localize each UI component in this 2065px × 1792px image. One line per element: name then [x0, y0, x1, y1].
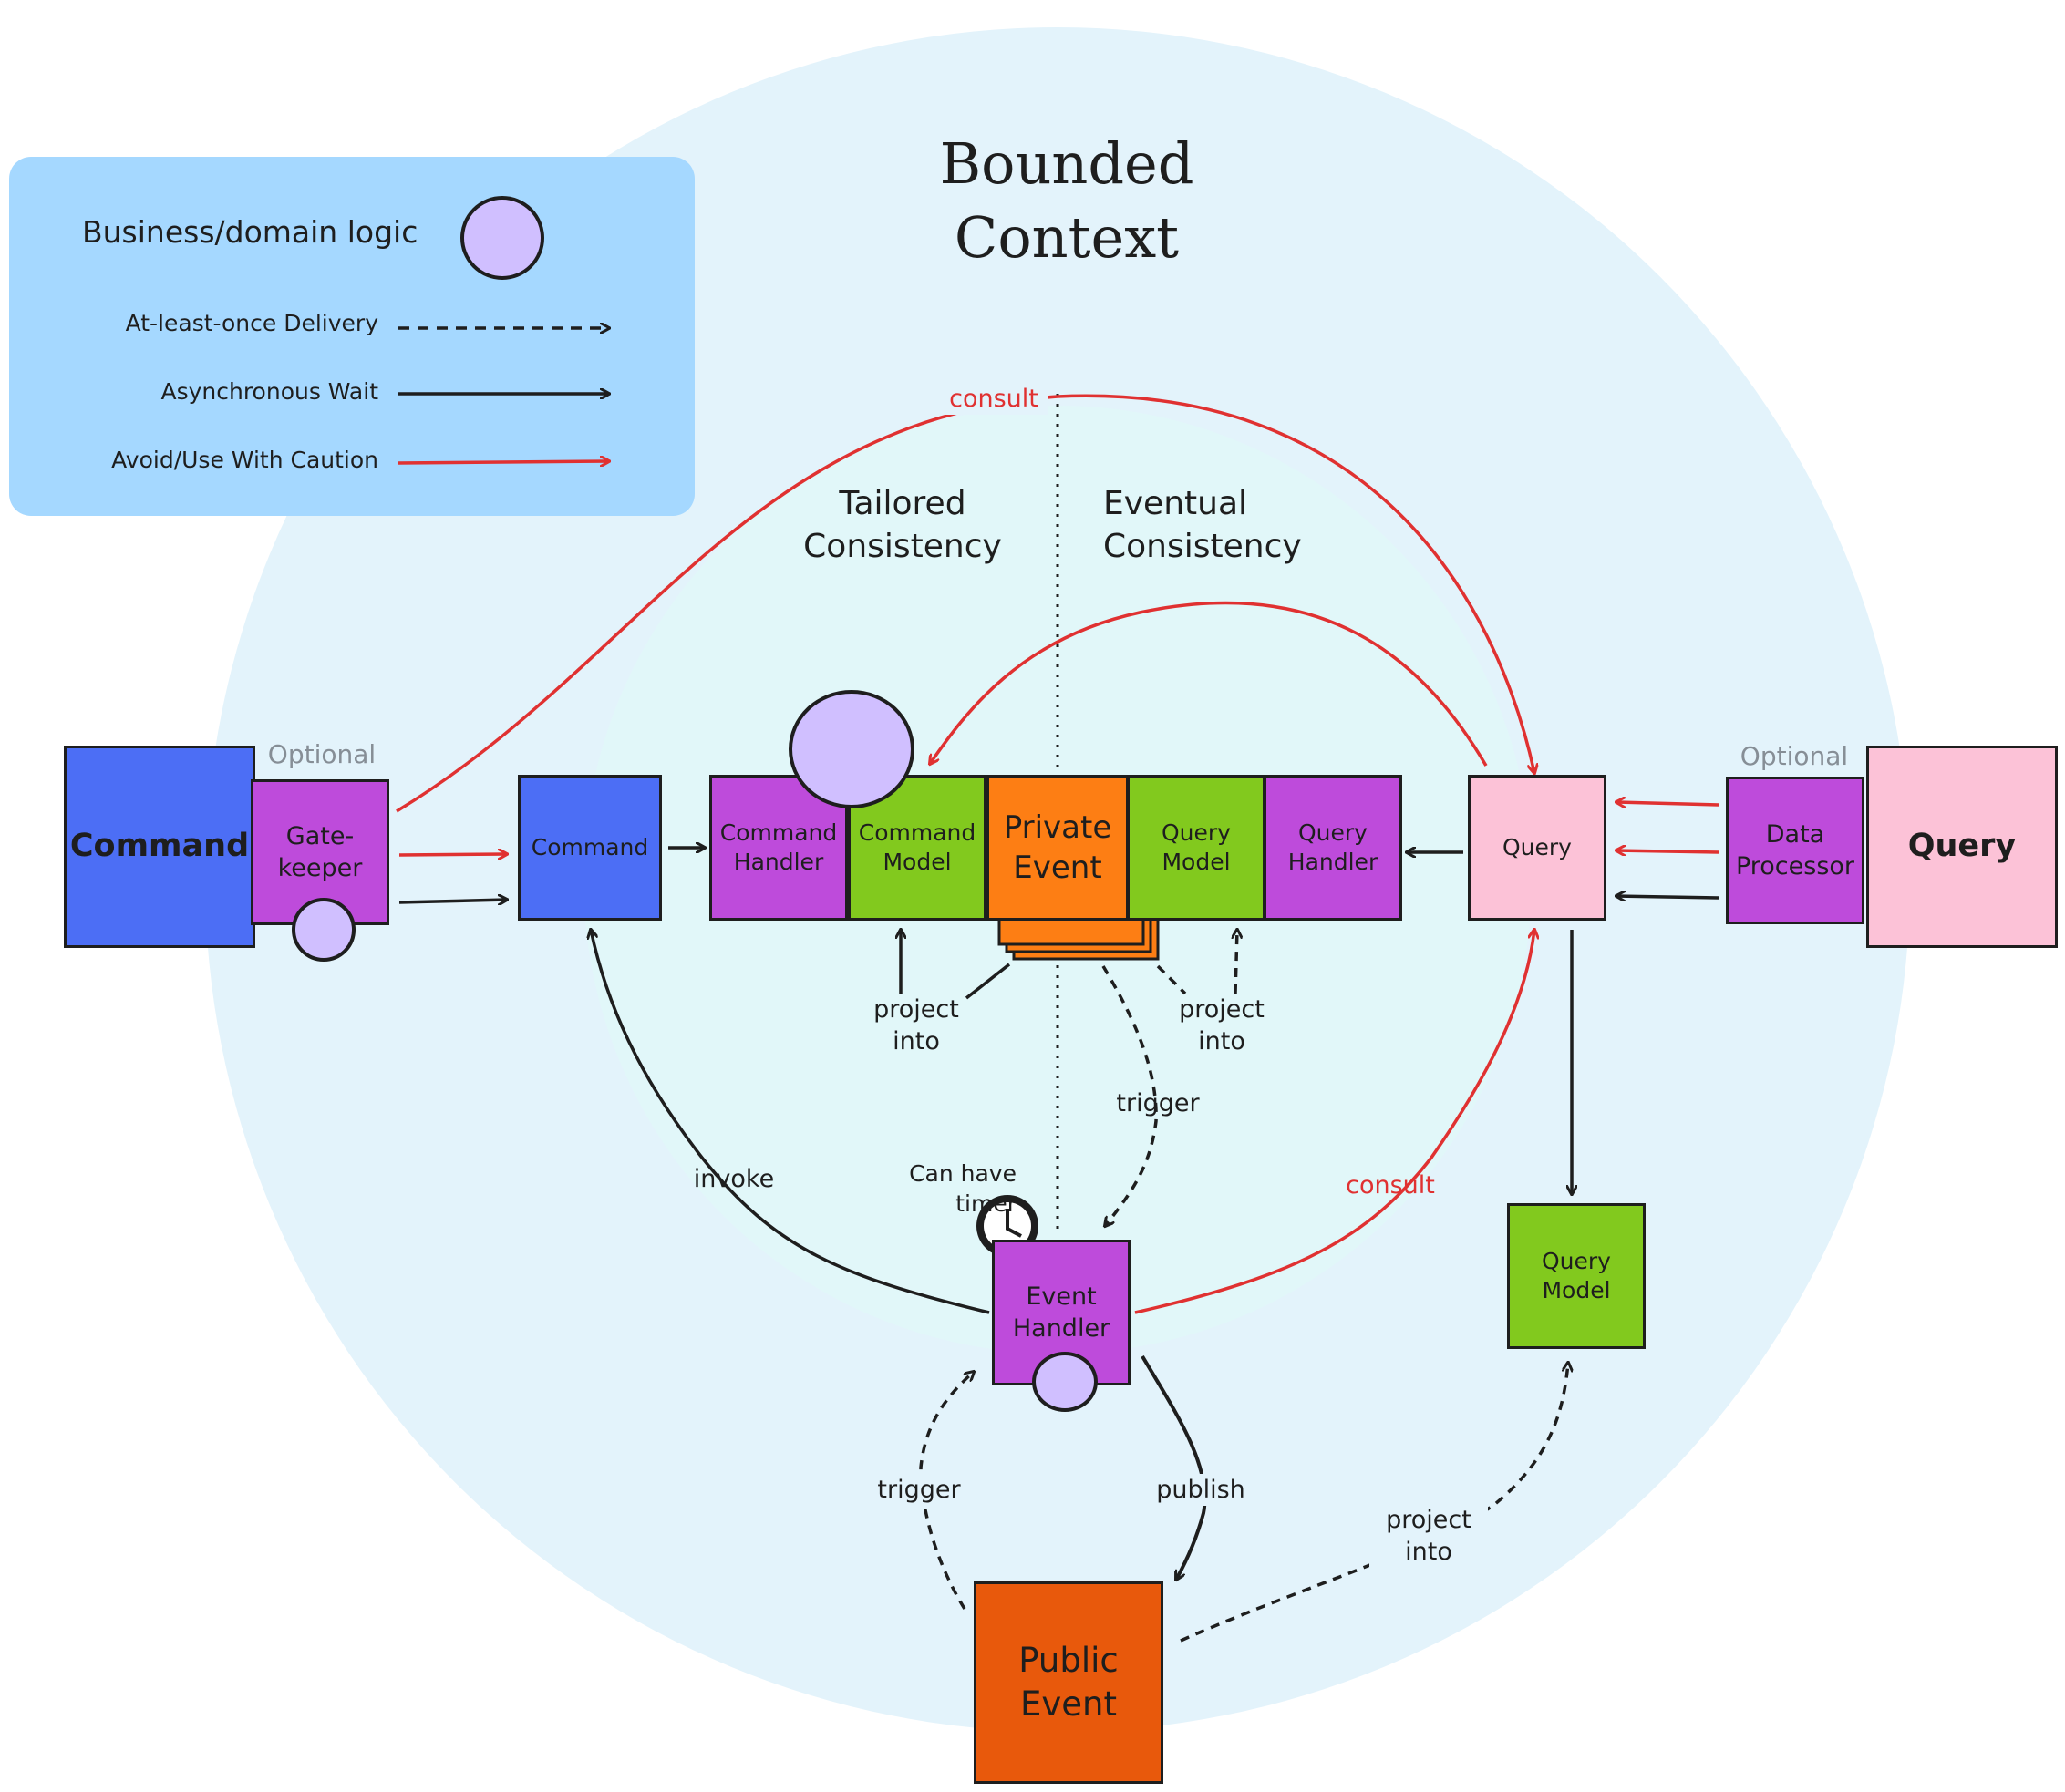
event-handler-logic-circle [1032, 1352, 1098, 1412]
consult-top-label: consult [939, 383, 1048, 416]
project-into-left-label: project into [873, 995, 959, 1056]
trigger-bottom-label: trigger [864, 1474, 974, 1507]
gatekeeper-red-arrow [398, 854, 507, 855]
diagram-title: Bounded Context [939, 130, 1194, 271]
gatekeeper-logic-circle [292, 898, 356, 962]
query-model-outer-node: Query Model [1507, 1203, 1646, 1349]
legend-async-wait: Asynchronous Wait [160, 378, 378, 405]
legend-at-least-once: At-least-once Delivery [125, 310, 378, 336]
timer-note-label: Can have timer [909, 1160, 1017, 1217]
invoke-edge [591, 930, 990, 1314]
project-into-left-edge [965, 963, 1011, 1000]
query-model-inner-node: Query Model [1127, 775, 1265, 921]
data-processor-optional-label: Optional [1740, 741, 1849, 771]
private-event-node: Private Event [986, 775, 1129, 921]
query-to-command-model-edge [930, 601, 1488, 766]
legend-panel [9, 157, 695, 516]
trigger-top-label: trigger [1116, 1089, 1200, 1117]
gatekeeper-black-arrow [398, 900, 507, 902]
processor-red-arrow-2 [1616, 850, 1719, 852]
legend-avoid: Avoid/Use With Caution [111, 447, 378, 473]
command-model-logic-circle [789, 690, 914, 808]
eventual-consistency-label: Eventual Consistency [1103, 485, 1302, 565]
legend-business-logic: Business/domain logic [82, 214, 418, 250]
command-node: Command [518, 775, 662, 921]
invoke-label: invoke [693, 1165, 775, 1193]
query-handler-node: Query Handler [1264, 775, 1402, 921]
consult-bottom-label: consult [1346, 1171, 1435, 1200]
tailored-consistency-label: Tailored Consistency [803, 485, 1002, 565]
project-into-right-arrow [1235, 930, 1237, 994]
project-into-right-label: project into [1179, 995, 1265, 1056]
trigger-top-edge [1101, 965, 1158, 1226]
command-model-node: Command Model [848, 775, 986, 921]
processor-black-arrow [1616, 896, 1719, 898]
data-processor-node: Data Processor [1726, 777, 1864, 924]
consult-bottom-edge [1134, 930, 1534, 1314]
consult-top-edge [396, 394, 1534, 813]
publish-label: publish [1146, 1474, 1255, 1507]
legend-logic-circle [460, 196, 544, 280]
query-node: Query [1468, 775, 1606, 921]
command-outer-node: Command [64, 746, 255, 948]
public-event-node: Public Event [974, 1581, 1163, 1784]
gatekeeper-optional-label: Optional [267, 739, 377, 769]
query-outer-node: Query [1866, 746, 2058, 948]
project-into-right-edge [1156, 964, 1187, 995]
trigger-bottom-edge [919, 1372, 974, 1610]
legend-red-arrow [398, 461, 609, 463]
project-into-bottom-label: project into [1369, 1504, 1488, 1569]
processor-red-arrow-1 [1616, 802, 1719, 805]
